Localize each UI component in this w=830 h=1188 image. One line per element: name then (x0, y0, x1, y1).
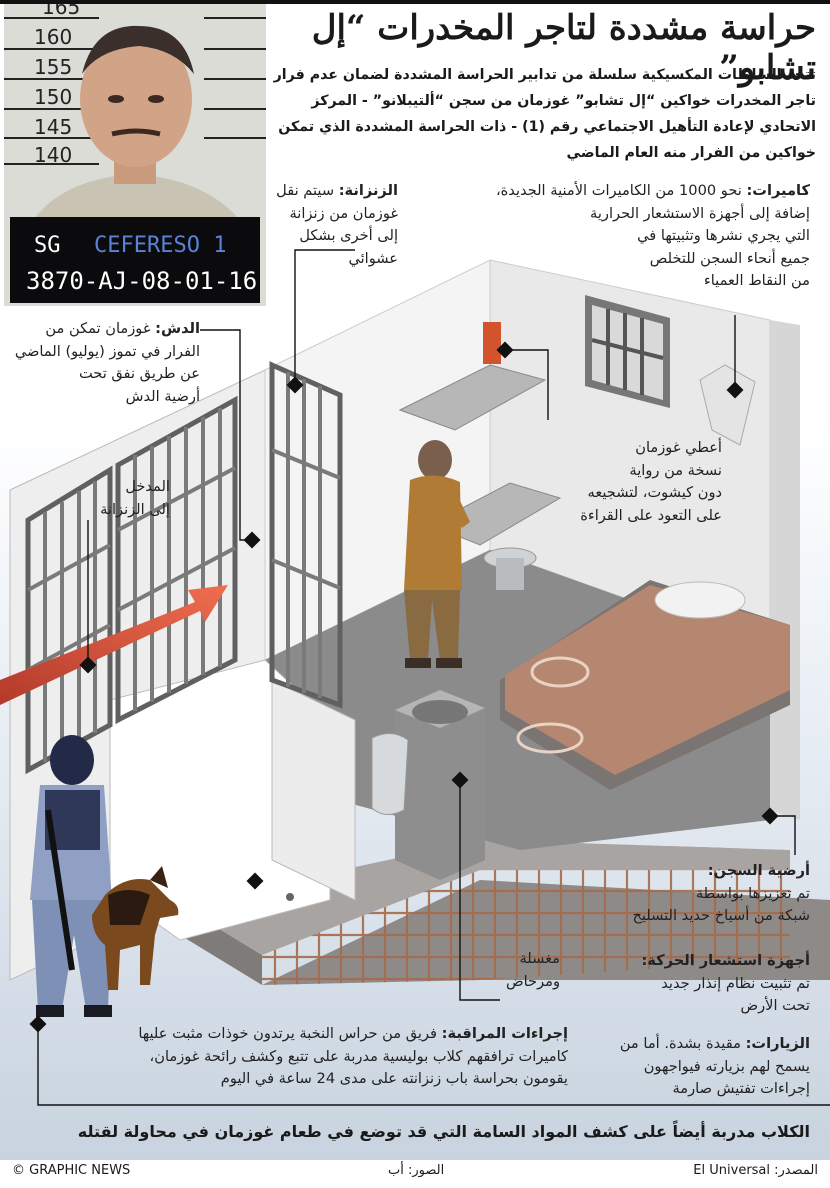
intro-paragraph: تتخذ السلطات المكسيكية سلسلة من تدابير ا… (273, 67, 816, 161)
publisher-credit: © GRAPHIC NEWS (12, 1163, 131, 1178)
top-rule (0, 0, 830, 4)
security-camera (699, 364, 756, 446)
height-mark: 155 (34, 55, 72, 79)
page-title: حراسة مشددة لتاجر المخدرات “إل تشابو” (311, 8, 816, 88)
annotation-book: أعطي غوزمان نسخة من رواية دون كيشوت، لتش… (580, 439, 722, 524)
annotation-cameras: كاميرات: نحو 1000 من الكاميرات الأمنية ا… (495, 182, 810, 289)
photo-credit: الصور: أب (388, 1163, 445, 1178)
footer-note: الكلاب مدربة أيضاً على كشف المواد السامة… (77, 1122, 810, 1141)
annotation-floor: أرضية السجن: تم تعزيزها بواسطة شبكة من أ… (632, 862, 810, 924)
police-dog-figure (92, 866, 179, 990)
annotation-entrance: المدخل إلى الزنزانة (100, 478, 170, 518)
annotation-shower: الدش: غوزمان تمكن من الفرار في تموز (يول… (14, 320, 200, 405)
annotation-monitoring: إجراءات المراقبة: فريق من حراس النخبة ير… (138, 1025, 568, 1087)
annotation-motion-sensors: أجهزة استشعار الحركة: تم تثبيت نظام إنذا… (641, 952, 810, 1014)
source-credit: المصدر: El Universal (693, 1163, 818, 1178)
credits-bar: © GRAPHIC NEWS الصور: أب المصدر: El Univ… (0, 1157, 830, 1188)
guard-figure (30, 735, 112, 1017)
placard-number: 3870-AJ-08-01-16 (26, 267, 257, 295)
height-mark: 145 (34, 115, 72, 139)
don-quixote-book (483, 322, 501, 364)
wall-shelf (398, 364, 547, 431)
annotation-sink-toilet: مغسلة ومرحاض (505, 950, 560, 990)
placard-prefix: SG (34, 233, 61, 258)
annotation-cell: الزنزانة: سيتم نقل غوزمان من زنزانة إلى … (276, 182, 398, 267)
bed (500, 580, 790, 790)
height-mark: 160 (34, 25, 72, 49)
annotation-visits: الزيارات: مقيدة بشدة. أما من يسمح لهم بز… (619, 1035, 810, 1097)
sink-toilet (371, 690, 485, 880)
height-mark: 140 (34, 143, 72, 167)
entrance-arrow (0, 585, 228, 705)
desk (428, 482, 562, 546)
mugshot-photo: 165 160 155 150 145 140 SG CEFERESO 1 38… (4, 4, 266, 306)
prisoner-figure (404, 440, 470, 668)
cell-window (585, 295, 670, 408)
placard-prison: CEFERESO 1 (94, 233, 226, 258)
height-mark: 150 (34, 85, 72, 109)
height-mark: 165 (42, 4, 80, 19)
